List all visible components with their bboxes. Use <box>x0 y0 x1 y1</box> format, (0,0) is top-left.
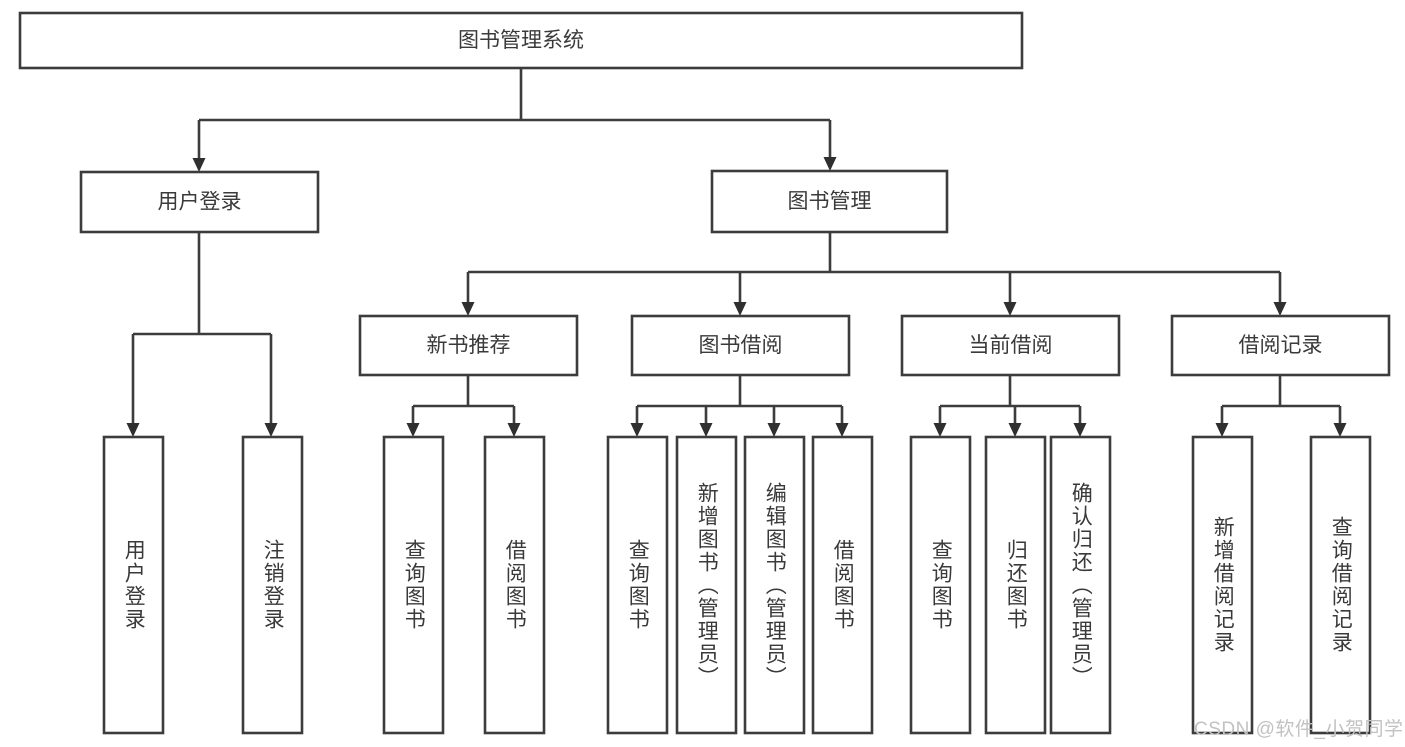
node-book-borrow-box[interactable] <box>630 314 851 377</box>
node-leaf-return-book-box[interactable] <box>984 435 1047 735</box>
node-leaf-query-book-1-box[interactable] <box>382 435 445 735</box>
node-current-borrow-box[interactable] <box>900 314 1121 377</box>
box-layer <box>18 11 1391 735</box>
book-borrow-drop-3-arrowhead <box>835 423 849 437</box>
node-leaf-query-record-box[interactable] <box>1309 435 1372 735</box>
book-borrow-drop-2-arrowhead <box>767 423 781 437</box>
node-book-borrow-label: 图书借阅 <box>699 334 783 357</box>
node-leaf-edit-book-box[interactable] <box>743 435 806 735</box>
node-borrow-record-label: 借阅记录 <box>1239 334 1323 357</box>
current-borrow-drop-0-arrowhead <box>933 423 947 437</box>
manage-drop-0-arrowhead <box>461 302 475 316</box>
node-user-login-box[interactable] <box>79 170 320 234</box>
node-leaf-logout-login-box[interactable] <box>241 435 304 735</box>
node-leaf-borrow-book-1-box[interactable] <box>483 435 546 735</box>
node-current-borrow-label: 当前借阅 <box>969 334 1053 357</box>
node-new-book-recommend-box[interactable] <box>358 314 579 377</box>
root-node-box[interactable] <box>18 11 1024 70</box>
node-leaf-query-book-2-box[interactable] <box>606 435 669 735</box>
connector-layer <box>126 68 1347 437</box>
book-borrow-drop-1-arrowhead <box>699 423 713 437</box>
book-borrow-drop-0-arrowhead <box>630 423 644 437</box>
node-leaf-add-book-box[interactable] <box>675 435 738 735</box>
manage-drop-2-arrowhead <box>1003 302 1017 316</box>
root-drop-1-arrowhead <box>823 157 837 171</box>
borrow-record-drop-1-arrowhead <box>1333 423 1347 437</box>
node-new-book-recommend-label: 新书推荐 <box>427 334 511 357</box>
node-borrow-record-box[interactable] <box>1170 314 1391 377</box>
login-drop-0-arrowhead <box>126 423 140 437</box>
current-borrow-drop-2-arrowhead <box>1073 423 1087 437</box>
node-book-manage-label: 图书管理 <box>788 190 872 213</box>
node-book-manage-box[interactable] <box>710 169 949 234</box>
node-leaf-user-login-box[interactable] <box>102 435 165 735</box>
node-leaf-confirm-return-box[interactable] <box>1049 435 1112 735</box>
current-borrow-drop-1-arrowhead <box>1008 423 1022 437</box>
node-leaf-add-record-box[interactable] <box>1191 435 1254 735</box>
node-leaf-query-book-3-box[interactable] <box>909 435 972 735</box>
manage-drop-1-arrowhead <box>733 302 747 316</box>
node-user-login-label: 用户登录 <box>158 191 242 214</box>
login-drop-1-arrowhead <box>264 423 278 437</box>
root-drop-0-arrowhead <box>192 158 206 172</box>
new-book-recommend-drop-1-arrowhead <box>507 423 521 437</box>
node-leaf-borrow-book-2-box[interactable] <box>811 435 874 735</box>
new-book-recommend-drop-0-arrowhead <box>406 423 420 437</box>
root-node-label: 图书管理系统 <box>458 29 584 52</box>
borrow-record-drop-0-arrowhead <box>1215 423 1229 437</box>
manage-drop-3-arrowhead <box>1273 302 1287 316</box>
